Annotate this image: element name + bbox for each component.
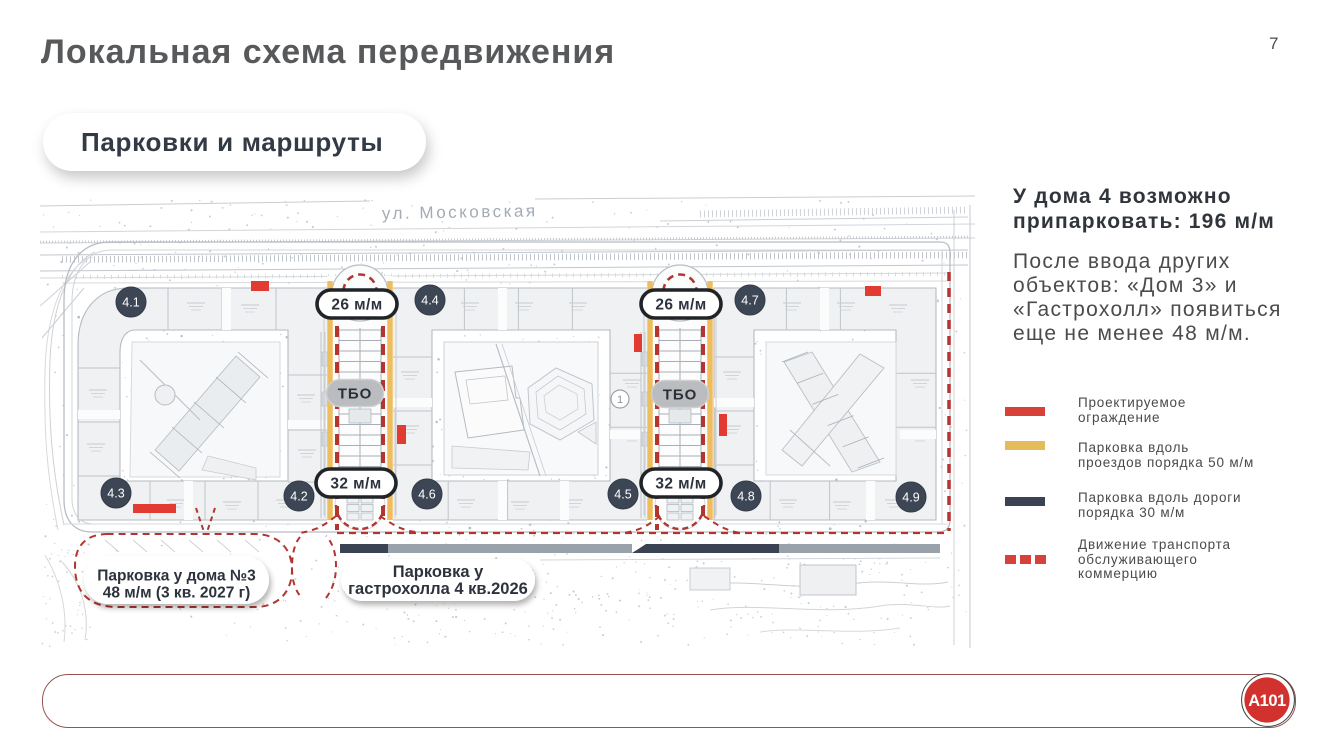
svg-text:А101: А101 <box>1248 692 1286 710</box>
svg-text:ТБО: ТБО <box>338 386 373 403</box>
svg-text:4.3: 4.3 <box>107 487 124 501</box>
svg-text:4.5: 4.5 <box>614 488 631 502</box>
svg-text:4.8: 4.8 <box>737 490 754 504</box>
svg-text:32 м/м: 32 м/м <box>655 476 706 493</box>
svg-text:Парковка у: Парковка у <box>393 563 484 581</box>
svg-text:1: 1 <box>617 394 623 406</box>
svg-text:26 м/м: 26 м/м <box>655 297 706 314</box>
svg-text:4.9: 4.9 <box>902 491 919 505</box>
svg-text:ул. Московская: ул. Московская <box>382 201 538 223</box>
svg-text:48 м/м (3 кв. 2027 г): 48 м/м (3 кв. 2027 г) <box>103 585 251 602</box>
svg-text:26 м/м: 26 м/м <box>331 297 382 314</box>
svg-text:Парковка у дома №3: Парковка у дома №3 <box>97 568 256 585</box>
svg-text:4.2: 4.2 <box>290 490 307 504</box>
svg-text:32 м/м: 32 м/м <box>330 476 381 493</box>
svg-text:4.4: 4.4 <box>421 294 438 308</box>
svg-text:гастрохолла 4 кв.2026: гастрохолла 4 кв.2026 <box>348 580 528 598</box>
svg-text:4.7: 4.7 <box>741 294 758 308</box>
svg-text:4.6: 4.6 <box>418 488 435 502</box>
svg-text:4.1: 4.1 <box>122 296 139 310</box>
svg-text:ТБО: ТБО <box>663 387 698 404</box>
